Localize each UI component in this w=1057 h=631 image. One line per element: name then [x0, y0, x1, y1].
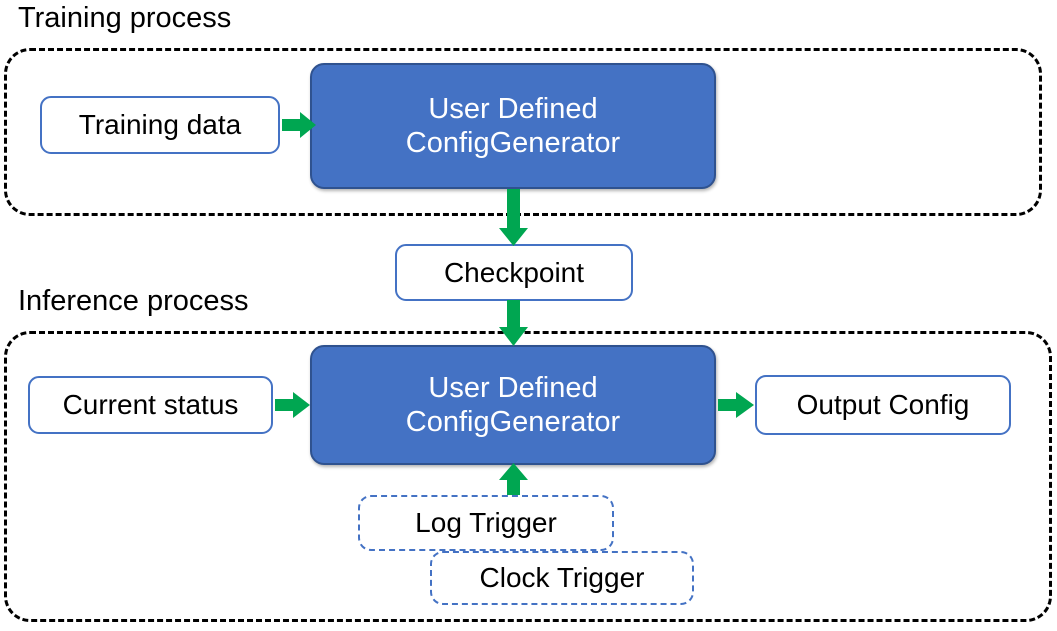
node-user-defined-configgenerator-inference[interactable]: User Defined ConfigGenerator [310, 345, 716, 465]
node-output-config[interactable]: Output Config [755, 375, 1011, 435]
node-log-trigger[interactable]: Log Trigger [358, 495, 614, 551]
node-label-line1: User Defined [428, 92, 598, 125]
node-checkpoint[interactable]: Checkpoint [395, 244, 633, 301]
node-training-data[interactable]: Training data [40, 96, 280, 154]
group-container-training-process [4, 48, 1042, 216]
node-label-line2: ConfigGenerator [405, 406, 621, 438]
section-label-inference-process: Inference process [18, 285, 249, 317]
node-clock-trigger[interactable]: Clock Trigger [430, 551, 694, 605]
section-label-training-process: Training process [18, 2, 232, 34]
node-current-status[interactable]: Current status [28, 376, 273, 434]
node-label-line2: ConfigGenerator [405, 127, 621, 159]
node-label-line1: User Defined [428, 371, 598, 404]
node-user-defined-configgenerator-training[interactable]: User Defined ConfigGenerator [310, 63, 716, 189]
group-container-inference-process [4, 331, 1052, 622]
